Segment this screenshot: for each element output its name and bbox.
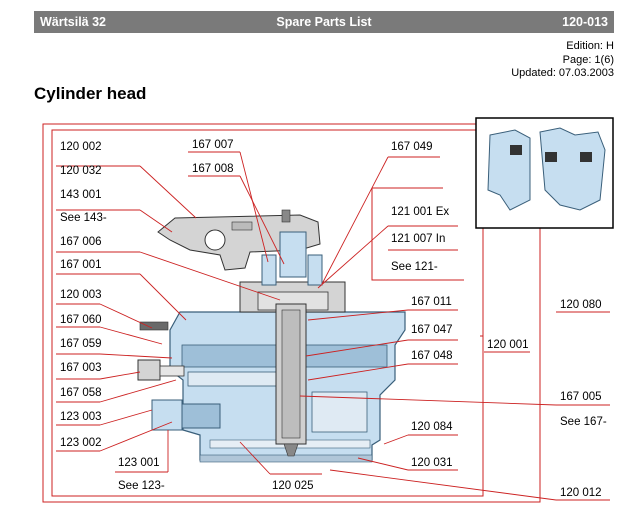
callout-167-001: 167 001 — [60, 259, 102, 271]
assembly-frames — [42, 123, 541, 503]
callout-120-025: 120 025 — [272, 480, 314, 492]
callout-167-008: 167 008 — [192, 163, 234, 175]
callout-see-167: See 167- — [560, 416, 607, 428]
callout-labels: 120 002 120 032 143 001 See 143- 167 006… — [60, 139, 607, 499]
callout-167-005: 167 005 — [560, 391, 602, 403]
callout-120-012: 120 012 — [560, 487, 602, 499]
callout-see-143: See 143- — [60, 212, 107, 224]
callout-143-001: 143 001 — [60, 189, 102, 201]
page-number: Page: 1(6) — [562, 53, 614, 66]
callout-see-121: See 121- — [391, 261, 438, 273]
manual-name: Wärtsilä 32 — [40, 15, 107, 29]
callout-121-001-ex: 121 001 Ex — [391, 206, 449, 218]
header-bar: Wärtsilä 32 Spare Parts List 120-013 — [34, 11, 614, 33]
side-connector — [137, 321, 221, 431]
callout-167-047: 167 047 — [411, 324, 453, 336]
callout-see-123: See 123- — [118, 480, 165, 492]
edition: Edition: H — [566, 40, 614, 52]
callout-120-031: 120 031 — [411, 457, 453, 469]
callout-167-011: 167 011 — [411, 296, 452, 308]
callout-167-059: 167 059 — [60, 338, 102, 350]
thumbnail-inset — [475, 117, 614, 229]
callout-121-007-in: 121 007 In — [391, 233, 445, 245]
callout-167-048: 167 048 — [411, 350, 453, 362]
callout-120-001: 120 001 — [487, 339, 529, 351]
callout-120-002: 120 002 — [60, 141, 102, 153]
callout-167-058: 167 058 — [60, 387, 102, 399]
updated-date: Updated: 07.03.2003 — [511, 67, 614, 79]
callout-123-003: 123 003 — [60, 411, 102, 423]
callout-167-007: 167 007 — [192, 139, 234, 151]
callout-123-001: 123 001 — [118, 457, 160, 469]
callout-120-032: 120 032 — [60, 165, 102, 177]
callout-167-003: 167 003 — [60, 362, 102, 374]
page-title: Cylinder head — [34, 84, 147, 103]
callout-167-006: 167 006 — [60, 236, 102, 248]
callout-120-080: 120 080 — [560, 299, 602, 311]
callout-123-002: 123 002 — [60, 437, 102, 449]
callout-120-003: 120 003 — [60, 289, 102, 301]
callout-120-084: 120 084 — [411, 421, 453, 433]
document-meta: Edition: H Page: 1(6) Updated: 07.03.200… — [511, 40, 614, 81]
rocker-arm — [157, 209, 321, 271]
document-title: Spare Parts List — [276, 15, 372, 29]
callout-167-049: 167 049 — [391, 141, 433, 153]
injector — [275, 231, 307, 457]
callout-167-060: 167 060 — [60, 314, 102, 326]
document-number: 120-013 — [562, 15, 608, 29]
leader-lines — [56, 151, 610, 501]
